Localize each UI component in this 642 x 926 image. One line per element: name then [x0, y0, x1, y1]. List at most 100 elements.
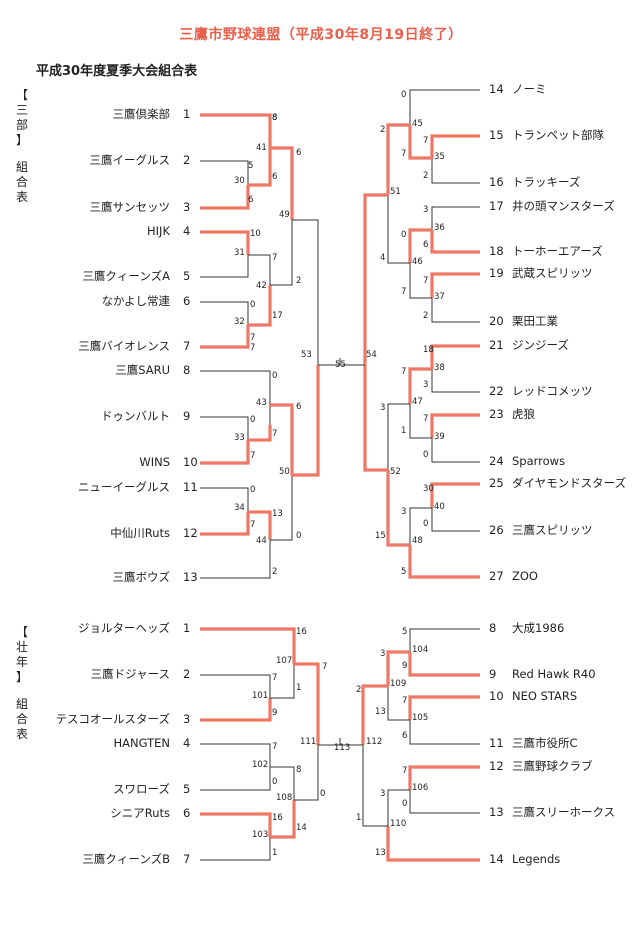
- winner-path: [430, 134, 480, 158]
- team-number: 5: [183, 782, 191, 796]
- game-number: 40: [434, 502, 445, 512]
- section-char: 】: [15, 670, 28, 684]
- score: 6: [423, 240, 429, 250]
- winner-path: [200, 440, 250, 465]
- section-char: 【: [15, 625, 28, 639]
- winner-path: [200, 230, 250, 255]
- bracket-line: [200, 160, 249, 185]
- score: 3: [423, 380, 429, 390]
- game-number: 36: [434, 223, 445, 233]
- section-char: 表: [15, 190, 28, 204]
- team-number: 14: [489, 852, 504, 866]
- team-name: 三鷹クィーンズB: [82, 852, 170, 866]
- bracket-line: [200, 301, 249, 325]
- score: 0: [250, 300, 256, 310]
- score: 17: [272, 311, 283, 321]
- bracket-line: [431, 298, 480, 323]
- winner-path: [386, 826, 480, 862]
- score: 7: [250, 343, 256, 353]
- score: 2: [423, 171, 429, 181]
- score: 5: [402, 627, 408, 637]
- winner-path: [408, 125, 432, 160]
- team-name: 武蔵スピリッツ: [512, 266, 593, 280]
- team-name: 三鷹市役所C: [512, 736, 578, 750]
- bracket-line: [387, 403, 410, 470]
- game-number: 111: [300, 737, 317, 747]
- team-number: 9: [489, 667, 497, 681]
- team-number: 11: [183, 480, 198, 494]
- team-number: 4: [183, 736, 191, 750]
- score: 7: [322, 662, 328, 672]
- game-number: 50: [279, 467, 290, 477]
- page-title: 三鷹市野球連盟（平成30年8月19日終了）: [179, 27, 463, 43]
- score: 7: [401, 287, 407, 297]
- score: 0: [272, 371, 278, 381]
- game-number: 48: [412, 536, 423, 546]
- bracket-line: [270, 766, 295, 800]
- game-number: 31: [234, 248, 245, 258]
- team-name: ZOO: [512, 569, 538, 583]
- bracket-line: [248, 254, 271, 285]
- score: 0: [401, 90, 407, 100]
- score: 6: [296, 148, 302, 158]
- bracket-line: [270, 220, 293, 286]
- bracket-line: [294, 745, 319, 801]
- team-name: 三鷹バイオレンス: [78, 339, 170, 353]
- section-char: 年: [15, 655, 28, 669]
- team-name: ジンジーズ: [512, 338, 569, 352]
- team-number: 6: [183, 806, 191, 820]
- winner-path: [430, 230, 480, 254]
- score: 3: [380, 403, 386, 413]
- game-number: 30: [234, 176, 245, 186]
- winner-path: [200, 113, 272, 170]
- score: 0: [250, 415, 256, 425]
- bracket-line: [270, 664, 295, 699]
- bracket-line: [292, 219, 319, 365]
- team-name: 中仙川Ruts: [110, 526, 170, 540]
- team-name: ノーミ: [512, 82, 547, 96]
- score: 7: [401, 367, 407, 377]
- game-number: 35: [434, 152, 445, 162]
- bracket-line: [200, 674, 271, 698]
- team-name: 三鷹SARU: [115, 363, 170, 377]
- game-number: 106: [412, 783, 429, 793]
- bracket-line: [200, 540, 271, 579]
- score: 7: [402, 696, 408, 706]
- score: 2: [356, 685, 362, 695]
- team-number: 8: [183, 363, 191, 377]
- score: 2: [423, 311, 429, 321]
- score: 8: [296, 765, 302, 775]
- bracket-line: [200, 255, 249, 278]
- score: 1: [272, 848, 278, 858]
- bracket-line: [200, 837, 271, 861]
- section-char: 合: [15, 175, 28, 189]
- winner-path: [248, 170, 272, 187]
- bracket-line: [200, 487, 249, 512]
- game-number: 53: [301, 350, 312, 360]
- team-number: 8: [489, 621, 497, 635]
- winner-path: [430, 413, 480, 438]
- game-number: 52: [390, 467, 401, 477]
- team-name: ダイヤモンドスターズ: [512, 476, 627, 490]
- team-name: 三鷹クィーンズA: [82, 269, 170, 283]
- section-char: 組: [15, 160, 28, 174]
- game-number: 54: [366, 350, 377, 360]
- bracket-line: [409, 404, 432, 439]
- bracket-line: [409, 89, 480, 125]
- section-char: 部: [15, 118, 28, 132]
- team-name: 井の頭マンスターズ: [512, 199, 615, 213]
- score: 0: [401, 230, 407, 240]
- team-number: 1: [183, 621, 191, 635]
- team-number: 26: [489, 523, 504, 537]
- score: 3: [380, 649, 386, 659]
- game-number: 34: [234, 503, 245, 513]
- score: 0: [402, 799, 408, 809]
- team-number: 25: [489, 476, 504, 490]
- game-number: 32: [234, 317, 245, 327]
- bracket-line: [362, 745, 388, 827]
- game-number: 45: [412, 119, 423, 129]
- team-name: 三鷹スピリッツ: [512, 523, 593, 537]
- team-name: 三鷹ボウズ: [112, 570, 171, 584]
- bracket-line: [387, 789, 410, 826]
